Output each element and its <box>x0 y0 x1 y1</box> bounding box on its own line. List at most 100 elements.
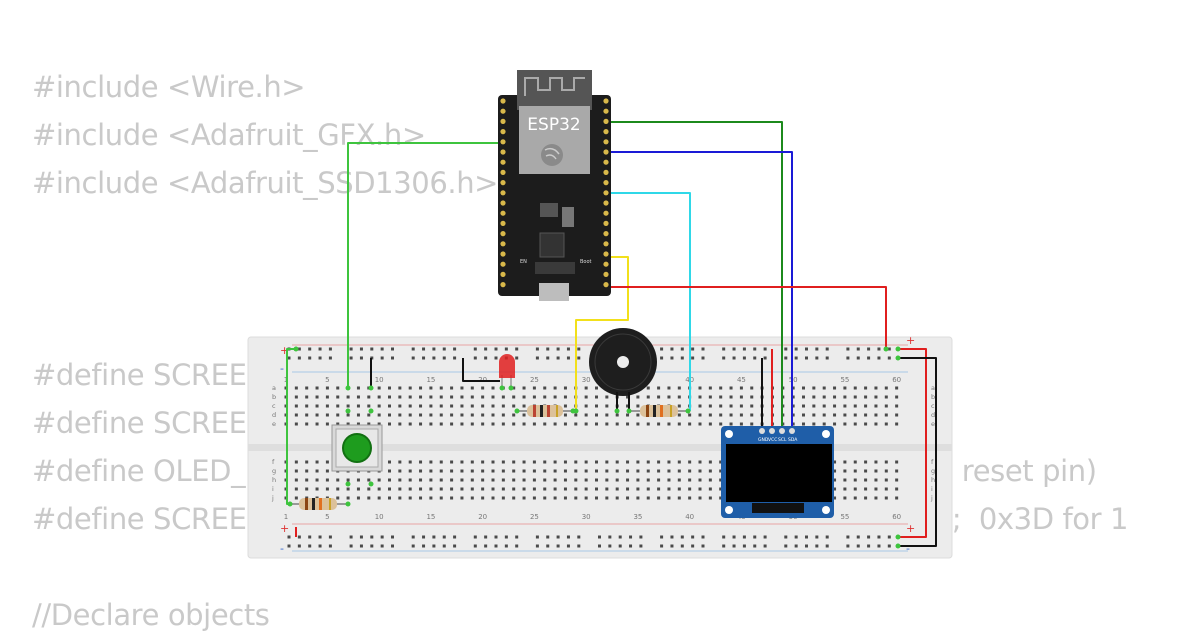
breadboard-hole[interactable] <box>853 404 857 408</box>
rail-hole[interactable] <box>753 535 757 539</box>
breadboard-hole[interactable] <box>543 478 547 482</box>
breadboard-hole[interactable] <box>833 422 837 426</box>
rail-hole[interactable] <box>629 544 633 548</box>
rail-hole[interactable] <box>877 356 881 360</box>
breadboard-hole[interactable] <box>336 404 340 408</box>
rail-hole[interactable] <box>432 347 436 351</box>
breadboard-hole[interactable] <box>843 422 847 426</box>
rail-hole[interactable] <box>359 347 363 351</box>
breadboard-hole[interactable] <box>563 395 567 399</box>
breadboard-hole[interactable] <box>719 460 723 464</box>
rail-hole[interactable] <box>546 356 550 360</box>
rail-hole[interactable] <box>422 356 426 360</box>
rail-hole[interactable] <box>877 347 881 351</box>
rail-hole[interactable] <box>442 356 446 360</box>
esp32-pin[interactable] <box>603 129 609 135</box>
breadboard-hole[interactable] <box>698 404 702 408</box>
breadboard-hole[interactable] <box>450 386 454 390</box>
rail-hole[interactable] <box>556 544 560 548</box>
rail-hole[interactable] <box>391 356 394 360</box>
rail-hole[interactable] <box>391 535 394 539</box>
breadboard-hole[interactable] <box>729 413 733 417</box>
esp32-pin[interactable] <box>500 118 506 124</box>
breadboard-hole[interactable] <box>563 469 567 473</box>
breadboard-hole[interactable] <box>398 395 402 399</box>
rail-hole[interactable] <box>732 356 736 360</box>
esp32-pin[interactable] <box>500 220 506 226</box>
resistor-1[interactable] <box>517 405 573 417</box>
breadboard-hole[interactable] <box>595 496 598 500</box>
breadboard-hole[interactable] <box>315 487 319 491</box>
breadboard-hole[interactable] <box>719 395 723 399</box>
breadboard-hole[interactable] <box>512 496 516 500</box>
rail-hole[interactable] <box>484 356 488 360</box>
rail-hole[interactable] <box>370 544 374 548</box>
breadboard-hole[interactable] <box>657 422 661 426</box>
breadboard-hole[interactable] <box>708 413 712 417</box>
breadboard-hole[interactable] <box>408 487 412 491</box>
esp32-pin[interactable] <box>500 149 506 155</box>
breadboard-hole[interactable] <box>450 496 454 500</box>
breadboard-hole[interactable] <box>667 460 671 464</box>
breadboard-hole[interactable] <box>739 395 743 399</box>
breadboard-hole[interactable] <box>522 460 526 464</box>
breadboard-hole[interactable] <box>595 386 598 390</box>
oled-display[interactable]: GND VCC SCL SDA <box>721 426 834 518</box>
rail-hole[interactable] <box>618 544 622 548</box>
rail-hole[interactable] <box>359 544 363 548</box>
breadboard-hole[interactable] <box>367 487 371 491</box>
rail-hole[interactable] <box>328 535 332 539</box>
breadboard-hole[interactable] <box>543 496 547 500</box>
breadboard-hole[interactable] <box>512 460 516 464</box>
breadboard-hole[interactable] <box>481 422 485 426</box>
breadboard-hole[interactable] <box>698 460 702 464</box>
breadboard-hole[interactable] <box>574 413 578 417</box>
breadboard-hole[interactable] <box>595 487 598 491</box>
rail-hole[interactable] <box>453 347 457 351</box>
breadboard-hole[interactable] <box>460 478 464 482</box>
rail-hole[interactable] <box>577 544 581 548</box>
rail-hole[interactable] <box>484 347 488 351</box>
breadboard-hole[interactable] <box>512 386 516 390</box>
rail-hole[interactable] <box>805 544 808 548</box>
rail-hole[interactable] <box>867 535 871 539</box>
breadboard-hole[interactable] <box>636 478 640 482</box>
breadboard-hole[interactable] <box>615 460 619 464</box>
rail-hole[interactable] <box>825 544 829 548</box>
rail-hole[interactable] <box>794 544 798 548</box>
breadboard-hole[interactable] <box>615 487 619 491</box>
breadboard-hole[interactable] <box>294 413 298 417</box>
rail-hole[interactable] <box>504 347 508 351</box>
rail-hole[interactable] <box>784 544 788 548</box>
breadboard-hole[interactable] <box>636 487 640 491</box>
breadboard-hole[interactable] <box>729 422 733 426</box>
breadboard-hole[interactable] <box>646 478 650 482</box>
breadboard-hole[interactable] <box>874 469 878 473</box>
breadboard-hole[interactable] <box>895 422 899 426</box>
rail-hole[interactable] <box>297 535 301 539</box>
breadboard-hole[interactable] <box>367 496 371 500</box>
rail-hole[interactable] <box>846 347 850 351</box>
breadboard-hole[interactable] <box>294 469 298 473</box>
breadboard-hole[interactable] <box>698 413 702 417</box>
rail-hole[interactable] <box>680 347 684 351</box>
breadboard-hole[interactable] <box>563 460 567 464</box>
breadboard-hole[interactable] <box>833 469 837 473</box>
rail-hole[interactable] <box>701 544 705 548</box>
rail-hole[interactable] <box>722 544 726 548</box>
breadboard-hole[interactable] <box>791 413 795 417</box>
breadboard-hole[interactable] <box>708 478 712 482</box>
rail-hole[interactable] <box>815 347 819 351</box>
breadboard-hole[interactable] <box>874 478 878 482</box>
rail-hole[interactable] <box>297 347 301 351</box>
rail-hole[interactable] <box>556 535 560 539</box>
breadboard-hole[interactable] <box>895 460 899 464</box>
breadboard-hole[interactable] <box>615 413 619 417</box>
breadboard-hole[interactable] <box>325 386 329 390</box>
breadboard-hole[interactable] <box>491 469 495 473</box>
rail-hole[interactable] <box>359 535 363 539</box>
breadboard-hole[interactable] <box>439 422 443 426</box>
breadboard-hole[interactable] <box>543 460 547 464</box>
breadboard-hole[interactable] <box>667 386 671 390</box>
